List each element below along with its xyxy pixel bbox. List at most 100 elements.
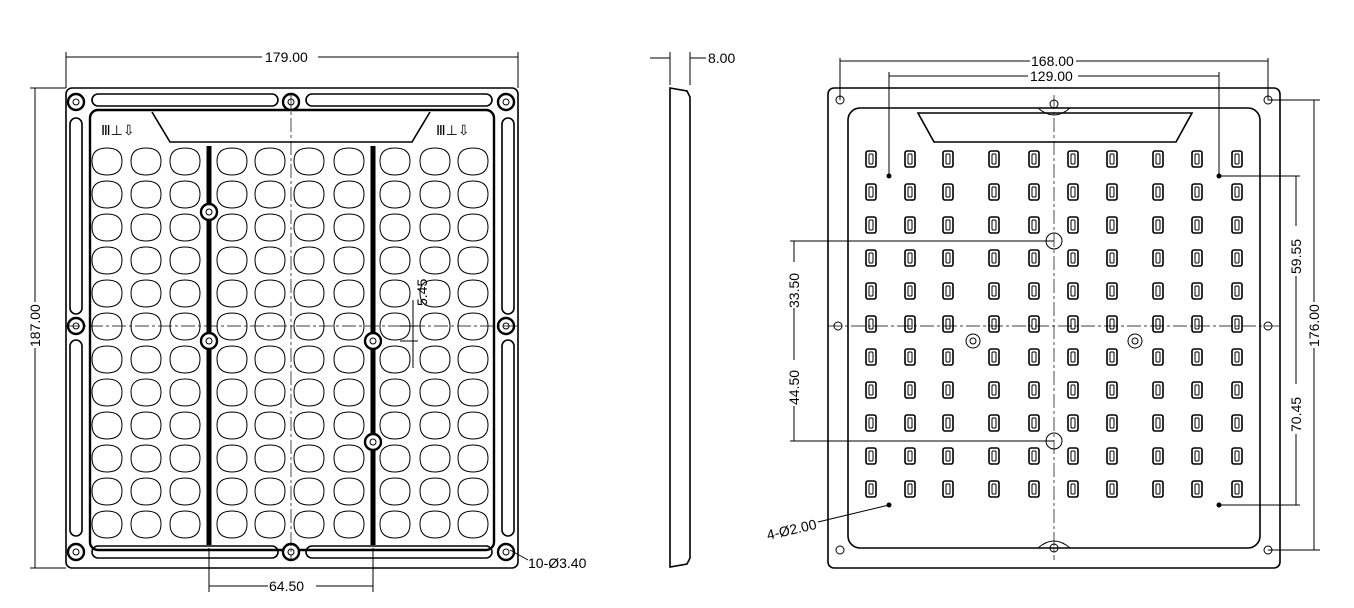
- pad: [1152, 381, 1164, 399]
- lens: [130, 345, 162, 374]
- pad-inner: [907, 417, 913, 429]
- pad-inner: [1234, 483, 1240, 495]
- lens: [169, 312, 201, 341]
- lens: [130, 510, 162, 539]
- pad-inner: [991, 417, 997, 429]
- lens: [216, 411, 248, 440]
- lens: [169, 378, 201, 407]
- pad: [1028, 480, 1040, 498]
- pad: [1231, 249, 1243, 267]
- lens: [254, 378, 286, 407]
- pad: [1152, 315, 1164, 333]
- pad: [1067, 183, 1079, 201]
- orientation-mark-left: Ⅲ⊥⇩: [101, 122, 135, 138]
- lens: [169, 345, 201, 374]
- pad: [1067, 150, 1079, 168]
- pad: [1191, 249, 1203, 267]
- lens: [216, 444, 248, 473]
- pad: [904, 282, 916, 300]
- lens: [457, 510, 489, 539]
- pad-inner: [1031, 417, 1037, 429]
- pad: [1028, 348, 1040, 366]
- pad: [865, 150, 877, 168]
- lens: [333, 147, 365, 176]
- pad-inner: [1155, 219, 1161, 231]
- pad-inner: [1155, 318, 1161, 330]
- pad-inner: [907, 450, 913, 462]
- pad: [865, 414, 877, 432]
- pad: [942, 480, 954, 498]
- pad: [1231, 183, 1243, 201]
- pad-inner: [1194, 384, 1200, 396]
- lens: [293, 411, 325, 440]
- pad: [865, 216, 877, 234]
- pad: [865, 480, 877, 498]
- lens: [130, 147, 162, 176]
- pad: [1191, 216, 1203, 234]
- pad-inner: [868, 351, 874, 363]
- side-slot: [305, 545, 493, 559]
- lens: [91, 345, 123, 374]
- lens: [169, 411, 201, 440]
- lens: [333, 477, 365, 506]
- pad: [1231, 150, 1243, 168]
- pad-inner: [868, 285, 874, 297]
- pad: [1106, 216, 1118, 234]
- pad: [1106, 183, 1118, 201]
- pad-inner: [1234, 384, 1240, 396]
- lens: [169, 180, 201, 209]
- lens: [130, 444, 162, 473]
- lens: [379, 213, 411, 242]
- pad: [904, 447, 916, 465]
- boss: [1127, 333, 1143, 349]
- pad: [904, 183, 916, 201]
- lens: [457, 444, 489, 473]
- pad: [1152, 480, 1164, 498]
- corner-hole: [835, 545, 845, 555]
- lens: [419, 312, 451, 341]
- lens: [91, 147, 123, 176]
- pad-inner: [945, 285, 951, 297]
- pad-inner: [1234, 285, 1240, 297]
- lens: [130, 411, 162, 440]
- mounting-hole: [363, 331, 383, 351]
- lens: [293, 180, 325, 209]
- pad: [1231, 414, 1243, 432]
- lens: [293, 279, 325, 308]
- pad: [1028, 381, 1040, 399]
- pad: [865, 447, 877, 465]
- pad: [988, 216, 1000, 234]
- pad: [988, 348, 1000, 366]
- pad-inner: [1031, 384, 1037, 396]
- dim-pitch-label: 64.50: [269, 578, 304, 594]
- mounting-hole: [496, 92, 516, 112]
- pad-inner: [1194, 450, 1200, 462]
- pad: [1106, 150, 1118, 168]
- pad-inner: [1194, 186, 1200, 198]
- pad: [1067, 249, 1079, 267]
- lens: [419, 444, 451, 473]
- lens: [130, 477, 162, 506]
- pad: [904, 348, 916, 366]
- pad-inner: [991, 219, 997, 231]
- pad-inner: [1234, 252, 1240, 264]
- hole-callout-label: 10-Ø3.40: [528, 555, 587, 571]
- pad: [1152, 414, 1164, 432]
- pad-inner: [1194, 417, 1200, 429]
- pad-inner: [1070, 219, 1076, 231]
- pad-inner: [1109, 417, 1115, 429]
- lens: [293, 147, 325, 176]
- pad: [904, 315, 916, 333]
- pad: [1152, 150, 1164, 168]
- pad-inner: [868, 186, 874, 198]
- pad-inner: [907, 219, 913, 231]
- lens: [216, 180, 248, 209]
- mounting-hole: [496, 542, 516, 562]
- lens: [333, 345, 365, 374]
- pad-inner: [907, 351, 913, 363]
- lens: [293, 246, 325, 275]
- lens-grid: [91, 147, 489, 539]
- pad: [1152, 348, 1164, 366]
- side-slot: [69, 117, 83, 315]
- mounting-hole-bore: [205, 337, 213, 345]
